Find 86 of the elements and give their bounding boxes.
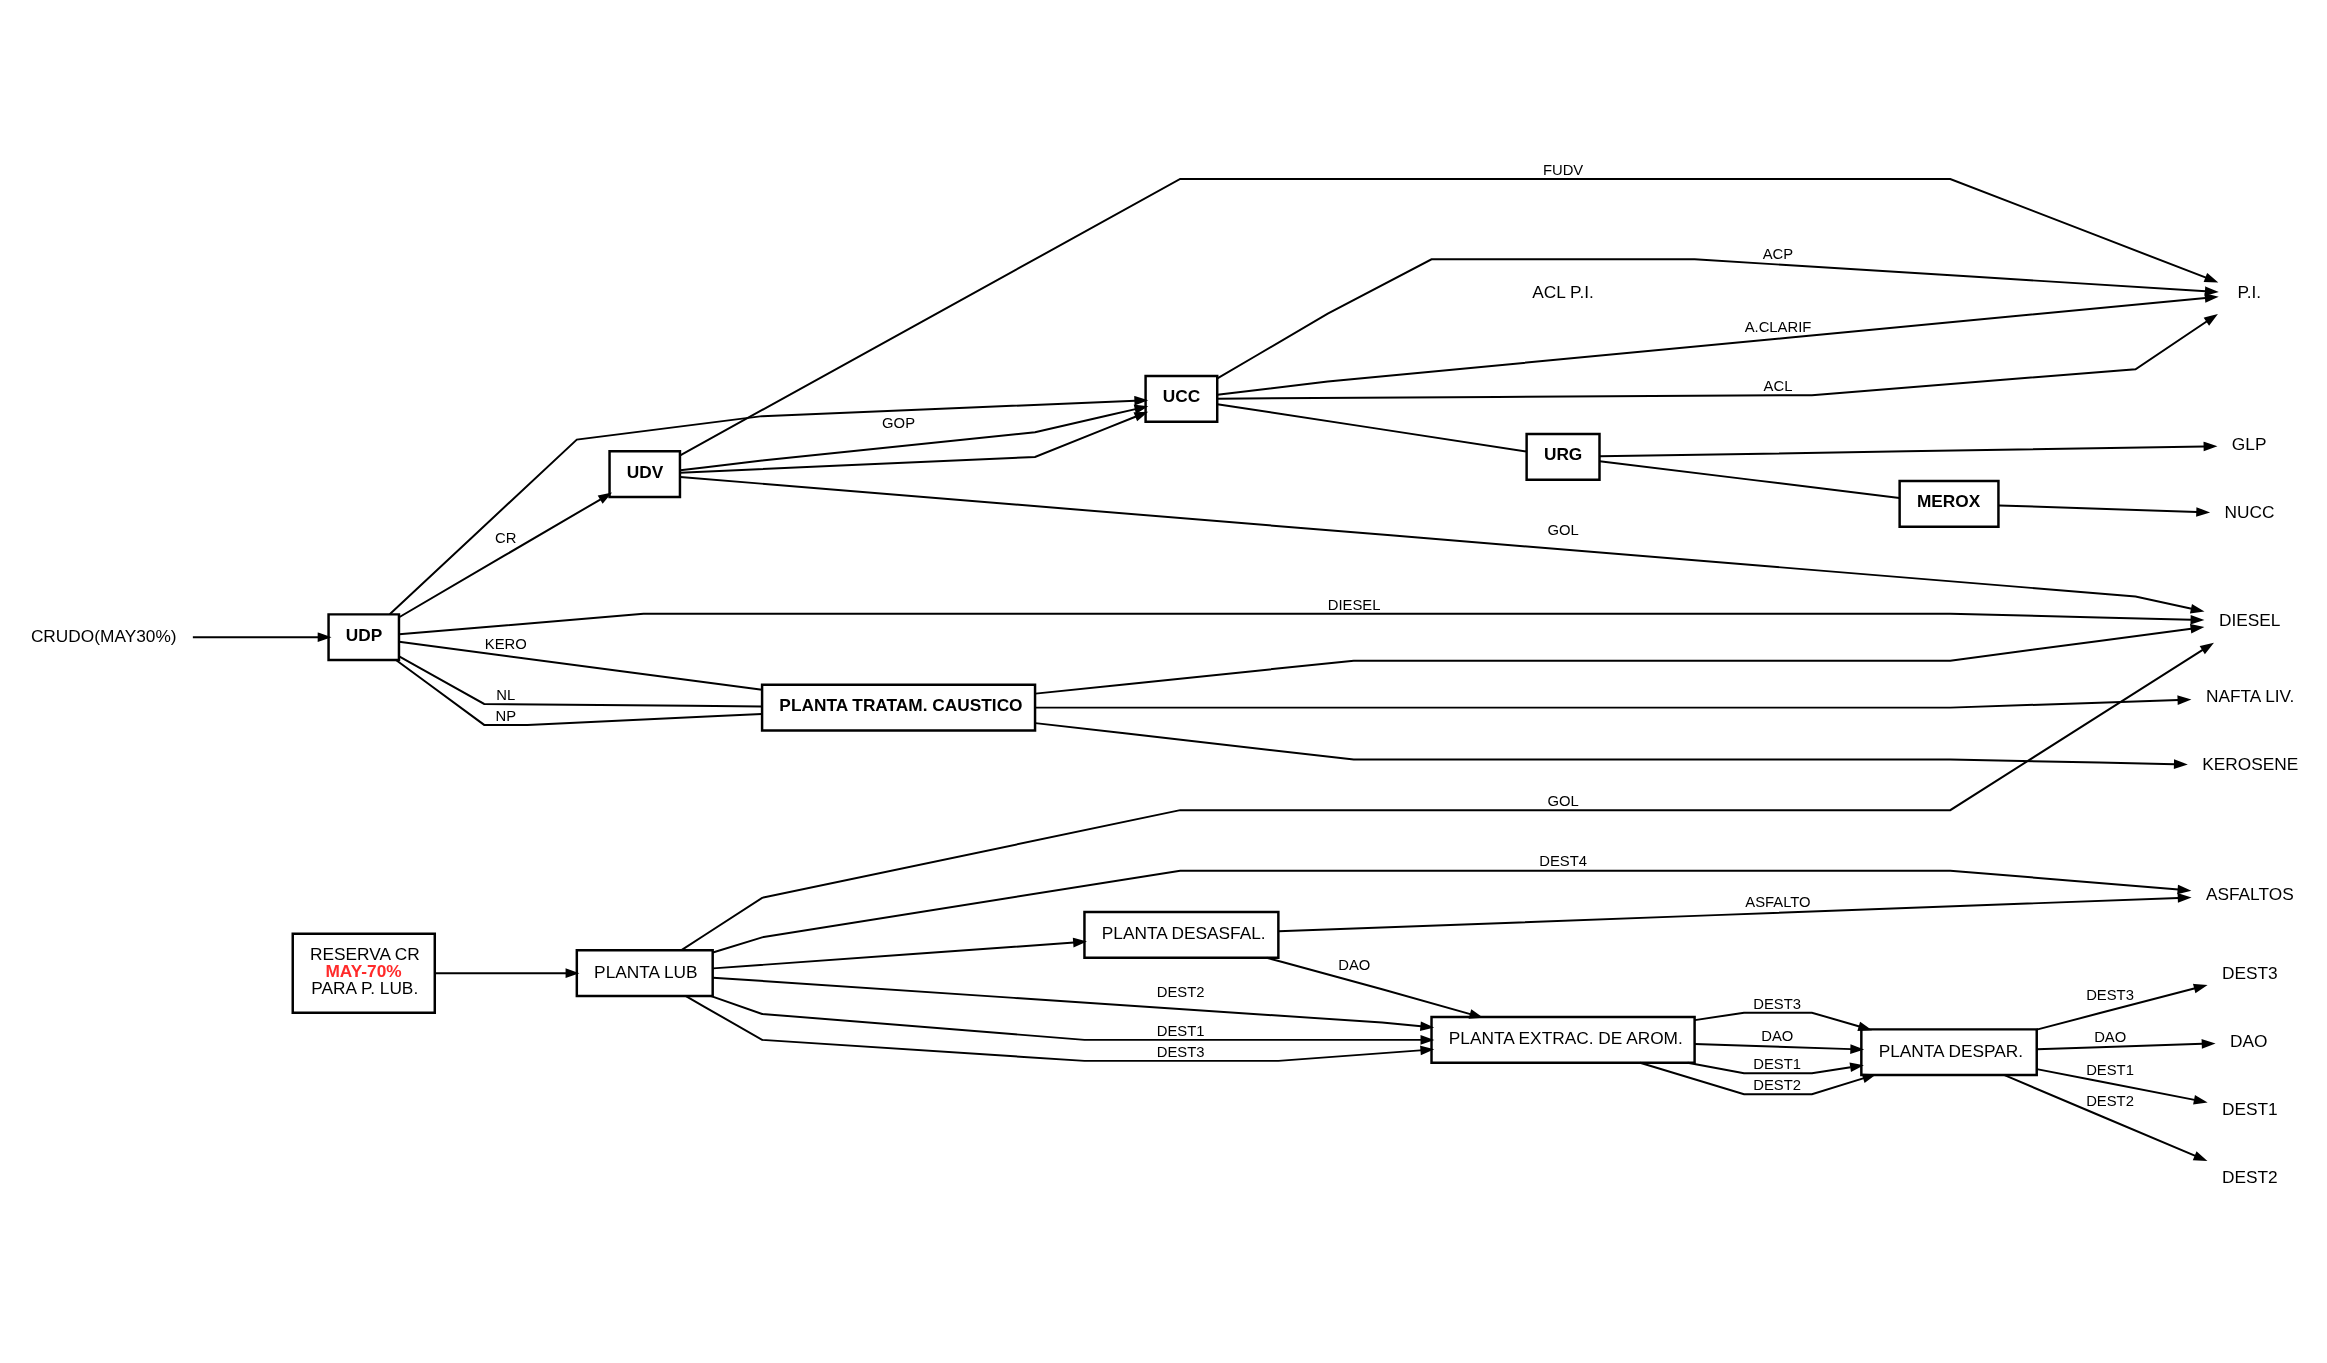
- arrow: [1997, 503, 2211, 517]
- edge-label: KERO: [484, 635, 527, 652]
- node-box: UDV: [608, 449, 682, 498]
- label: ACL P.I.: [1532, 281, 1594, 302]
- edge-label: DEST1: [1753, 1055, 1802, 1072]
- arrow: [711, 976, 1435, 1031]
- edge-label: ASFALTO: [1745, 893, 1811, 910]
- arrow: [679, 177, 2219, 456]
- arrow: [1216, 313, 2218, 400]
- edge-label: DEST2: [1156, 983, 1205, 1000]
- arrow: [388, 395, 1149, 615]
- arrow: [1034, 694, 2192, 709]
- edge-label: DEST2: [2086, 1092, 2134, 1109]
- edge-label: DIESEL: [1327, 596, 1381, 613]
- arrow: [1686, 1061, 1864, 1074]
- arrow: [684, 994, 1435, 1062]
- edge-label: DEST1: [2086, 1061, 2134, 1078]
- connector: [398, 640, 763, 691]
- node-box: UDP: [327, 612, 401, 661]
- arrow: [2035, 1067, 2208, 1105]
- edge-label: DAO: [1338, 956, 1371, 973]
- arrow: [1639, 1061, 1877, 1095]
- node-text: DIESEL: [2218, 609, 2281, 630]
- node-box: MEROX: [1898, 479, 2000, 528]
- edge-label: DAO: [2094, 1028, 2127, 1045]
- edge-label: ACP: [1762, 245, 1794, 262]
- arrow: [398, 492, 613, 618]
- edge-label: DEST3: [1156, 1043, 1205, 1060]
- arrow: [710, 994, 1435, 1045]
- edge-label: DEST1: [1156, 1022, 1205, 1039]
- node-text: GLP: [2231, 433, 2267, 454]
- edge-label: NL: [496, 686, 516, 703]
- node-text: P.I.: [2237, 281, 2262, 302]
- arrow: [1034, 623, 2205, 695]
- edge-label: DEST3: [1753, 995, 1802, 1011]
- node-text: ASFALTOS: [2205, 883, 2294, 904]
- edge-label: GOL: [1547, 792, 1579, 809]
- arrow: [1216, 292, 2219, 396]
- node-box: PLANTA TRATAM. CAUSTICO: [760, 683, 1037, 732]
- arrow: [679, 475, 2205, 613]
- arrow: [1693, 1042, 1865, 1054]
- arrow: [191, 631, 332, 642]
- edge-label: FUDV: [1542, 161, 1584, 178]
- arrow: [711, 869, 2192, 954]
- edge-label: NP: [495, 707, 517, 724]
- arrow: [2003, 1073, 2208, 1161]
- edge-label: ACL: [1763, 377, 1793, 394]
- arrow: [2035, 983, 2208, 1031]
- edge-label: DEST2: [1753, 1076, 1802, 1093]
- node-box: PLANTA DESPAR.: [1860, 1027, 2038, 1076]
- connector: [1598, 459, 1901, 499]
- edge-label: GOL: [1547, 521, 1579, 538]
- node-text: DEST3: [2222, 962, 2278, 983]
- arrow: [712, 937, 1087, 969]
- node-box: RESERVA CR MAY-70% PARA P. LUB.: [291, 931, 436, 1014]
- node-box: URG: [1525, 432, 1601, 481]
- arrow: [1216, 257, 2219, 379]
- connector: [395, 658, 763, 726]
- arrow: [1693, 1011, 1873, 1031]
- edge-label: GOP: [882, 414, 916, 431]
- node-box: PLANTA LUB: [575, 948, 714, 997]
- arrow: [2035, 1038, 2216, 1050]
- arrow: [1265, 956, 1484, 1019]
- arrow: [1277, 892, 2192, 932]
- arrow: [1034, 721, 2188, 769]
- node-text: NAFTA LIV.: [2205, 685, 2295, 706]
- node-text: KEROSENE: [2202, 753, 2299, 774]
- arrow: [433, 967, 580, 978]
- node-text: DAO: [2230, 1030, 2268, 1051]
- edge-label: DAO: [1761, 1027, 1794, 1044]
- node-box: UCC: [1144, 374, 1219, 423]
- edge-label: DEST3: [2086, 986, 2134, 1003]
- node-text: CRUDO(MAY30%): [30, 625, 177, 646]
- connector: [398, 654, 764, 707]
- node-text: DEST2: [2222, 1166, 2278, 1187]
- arrow: [398, 612, 2205, 635]
- edge-label: A.CLARIF: [1744, 318, 1812, 335]
- node-box: PLANTA DESASFAL.: [1083, 910, 1280, 959]
- edge-label: CR: [495, 529, 517, 546]
- connector: [1216, 402, 1528, 452]
- node-box: PLANTA EXTRAC. DE AROM.: [1430, 1015, 1696, 1064]
- edge-label: DEST4: [1539, 852, 1587, 869]
- node-text: DEST1: [2222, 1098, 2278, 1119]
- node-text: NUCC: [2224, 501, 2275, 522]
- arrow: [680, 642, 2214, 951]
- arrow: [1598, 441, 2218, 457]
